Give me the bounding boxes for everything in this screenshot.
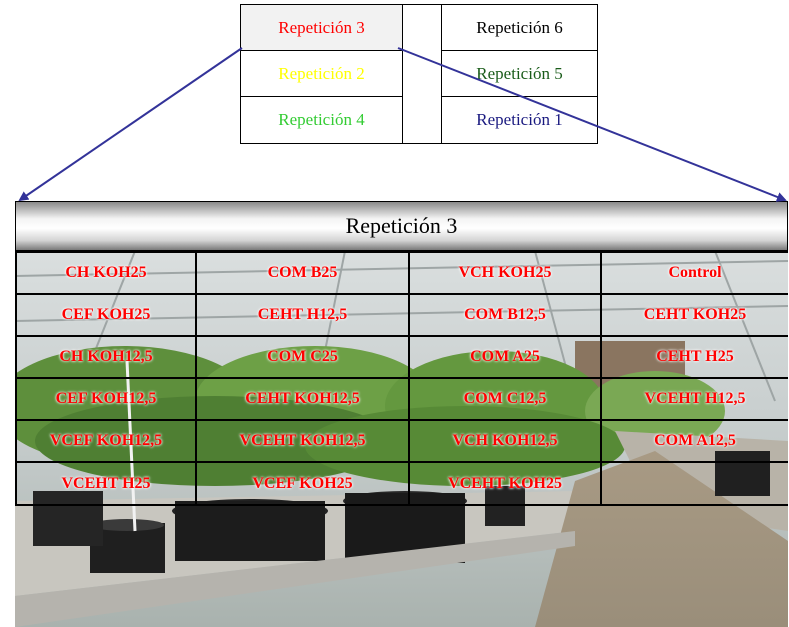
treatment-cell: CEHT H25 [600, 335, 788, 379]
treatment-cell: VCEHT H25 [15, 461, 197, 506]
treatment-cell: CEHT KOH12,5 [195, 377, 410, 421]
treatment-cell: COM B12,5 [408, 293, 602, 337]
layout-label: Repetición 6 [476, 17, 563, 37]
layout-label: Repetición 3 [278, 17, 365, 37]
treatment-cell: VCH KOH25 [408, 251, 602, 295]
treatment-cell: Control [600, 251, 788, 295]
layout-cell-rep1: Repetición 1 [441, 96, 598, 144]
layout-cell-rep4: Repetición 4 [240, 96, 403, 144]
layout-label: Repetición 5 [476, 63, 563, 83]
layout-label: Repetición 1 [476, 110, 563, 129]
layout-cell-rep2: Repetición 2 [240, 50, 403, 97]
treatment-cell: CEF KOH25 [15, 293, 197, 337]
treatment-cell: VCEHT KOH12,5 [195, 419, 410, 463]
layout-label: Repetición 4 [278, 110, 365, 129]
layout-cell-rep6: Repetición 6 [441, 4, 598, 51]
replicate-layout-table: Repetición 3 Repetición 2 Repetición 4 R… [240, 4, 598, 144]
treatment-cell: COM C25 [195, 335, 410, 379]
treatment-cell: CH KOH25 [15, 251, 197, 295]
treatment-cell: COM C12,5 [408, 377, 602, 421]
arrow-left [18, 47, 243, 202]
treatment-cell: VCEHT H12,5 [600, 377, 788, 421]
treatment-cell: COM A12,5 [600, 419, 788, 463]
treatment-cell: VCH KOH12,5 [408, 419, 602, 463]
treatment-cell [600, 461, 788, 506]
treatment-cell: VCEF KOH12,5 [15, 419, 197, 463]
layout-cell-rep5: Repetición 5 [441, 50, 598, 97]
panel-title-text: Repetición 3 [345, 213, 458, 238]
treatment-cell: CH KOH12,5 [15, 335, 197, 379]
panel-title: Repetición 3 [15, 201, 788, 251]
treatment-cell: CEHT H12,5 [195, 293, 410, 337]
layout-label: Repetición 2 [278, 63, 365, 83]
treatment-cell: VCEHT KOH25 [408, 461, 602, 506]
treatment-cell: CEF KOH12,5 [15, 377, 197, 421]
treatment-cell: VCEF KOH25 [195, 461, 410, 506]
treatment-cell: COM B25 [195, 251, 410, 295]
layout-divider [402, 4, 442, 144]
greenhouse-photo [15, 201, 788, 627]
treatment-cell: COM A25 [408, 335, 602, 379]
layout-cell-rep3: Repetición 3 [240, 4, 403, 51]
treatment-cell: CEHT KOH25 [600, 293, 788, 337]
